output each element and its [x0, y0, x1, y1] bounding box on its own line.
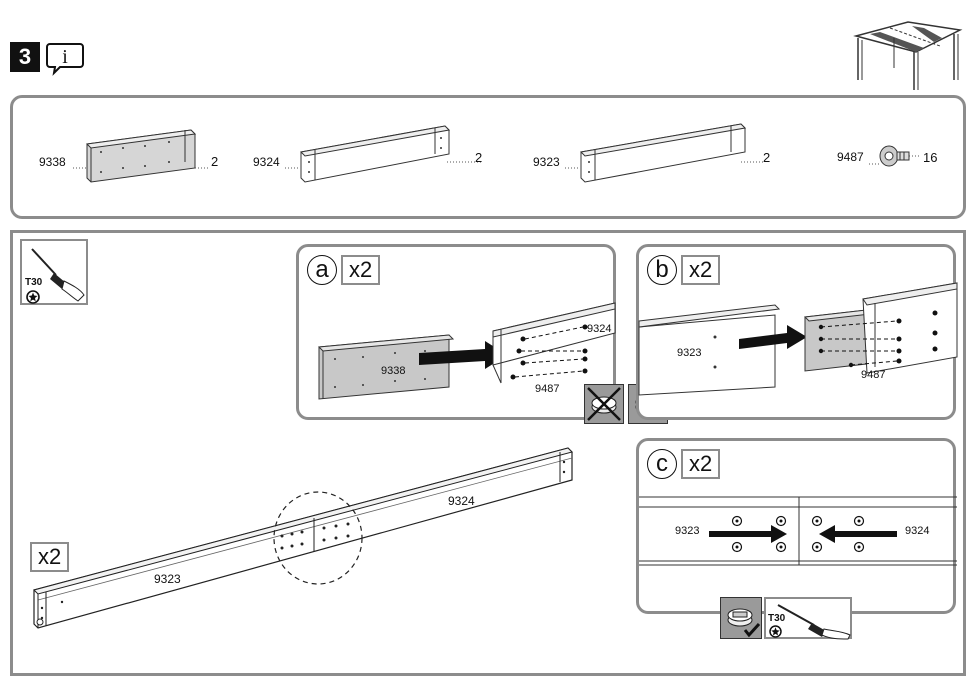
screw-9487-icon — [869, 145, 921, 167]
panel-multiplier: x2 — [681, 449, 721, 479]
svg-text:i: i — [62, 46, 68, 68]
tool-label: T30 — [25, 277, 43, 288]
gazebo-thumbnail-icon — [850, 18, 966, 92]
panel-a: a x2 9338 9324 9487 — [296, 244, 616, 420]
panel-c: c x2 9323 9324 — [636, 438, 957, 614]
part-code: 9323 — [533, 155, 560, 169]
step-number: 3 — [10, 42, 40, 72]
part-qty: 2 — [211, 154, 219, 169]
part-qty: 2 — [475, 150, 483, 165]
panel-b-label: 9487 — [861, 369, 886, 381]
main-beam-label: 9323 — [154, 572, 181, 586]
main-multiplier: x2 — [30, 542, 70, 572]
main-beam-diagram — [33, 447, 573, 629]
panel-a-diagram — [317, 302, 616, 400]
bracket-9338-icon — [73, 129, 209, 183]
panel-c-label: 9323 — [675, 525, 700, 537]
tool-box-c: T30 — [764, 597, 852, 640]
panel-c-label: 9324 — [905, 525, 930, 537]
part-qty: 2 — [763, 150, 771, 165]
screwdriver-icon — [31, 248, 85, 302]
torx-icon — [26, 290, 40, 304]
part-code: 9487 — [837, 150, 864, 164]
wrong-screw-icon — [584, 384, 624, 424]
panel-a-label: 9338 — [381, 365, 406, 377]
panel-b: b x2 9323 9487 — [636, 244, 958, 420]
tool-box: T30 — [20, 239, 88, 305]
part-code: 9338 — [39, 155, 66, 169]
panel-letter: b — [647, 255, 677, 285]
assembly-panel — [10, 230, 966, 676]
torx-icon — [769, 625, 782, 638]
panel-letter: a — [307, 255, 337, 285]
main-beam-label: 9324 — [448, 494, 475, 508]
part-qty: 16 — [923, 150, 938, 165]
panel-multiplier: x2 — [341, 255, 381, 285]
part-code: 9324 — [253, 155, 280, 169]
info-icon[interactable]: i — [46, 40, 86, 76]
panel-letter: c — [647, 449, 677, 479]
parts-panel: 9338 2 9324 2 9323 2 9487 — [10, 95, 966, 219]
panel-b-diagram — [638, 282, 958, 396]
panel-b-label: 9323 — [677, 347, 702, 359]
beam-9323-icon — [565, 123, 763, 183]
tool-label: T30 — [768, 613, 786, 624]
screwdriver-icon — [777, 604, 851, 640]
beam-9324-icon — [285, 125, 481, 183]
panel-a-label: 9487 — [535, 383, 560, 395]
panel-c-diagram — [639, 496, 957, 566]
panel-a-label: 9324 — [587, 323, 612, 335]
panel-multiplier: x2 — [681, 255, 721, 285]
screw-check-icon — [720, 597, 762, 639]
